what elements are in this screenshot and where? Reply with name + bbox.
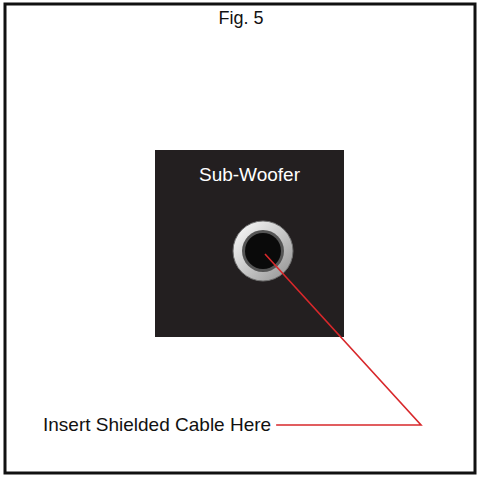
jack-ring xyxy=(233,221,293,281)
jack-panel: Sub-Woofer xyxy=(155,150,344,337)
figure-title: Fig. 5 xyxy=(218,8,263,29)
jack-collar xyxy=(242,230,284,272)
figure-frame xyxy=(5,4,475,473)
jack-hole xyxy=(245,233,281,269)
leader-line xyxy=(265,254,344,337)
panel-label: Sub-Woofer xyxy=(155,150,344,186)
callout-label: Insert Shielded Cable Here xyxy=(43,414,271,436)
